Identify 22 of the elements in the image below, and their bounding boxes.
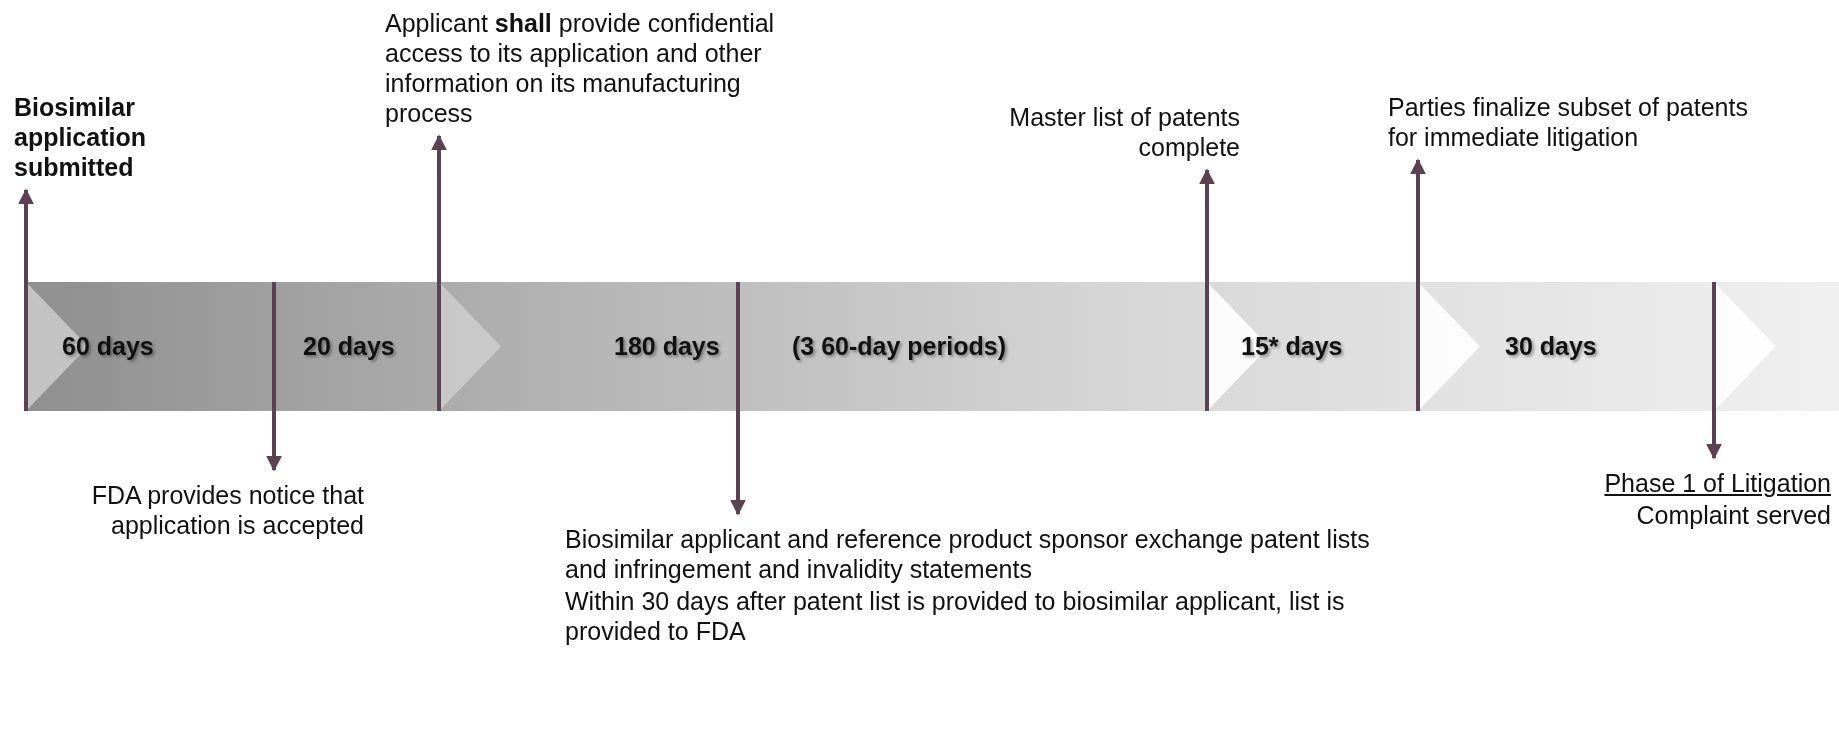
annotation-text: Biosimilar applicant and reference product sponsor exchange patent lists and infringement and invalidity statements	[565, 524, 1371, 584]
annotation-text: Phase 1 of Litigation	[1603, 468, 1831, 498]
arrow	[1199, 168, 1215, 411]
annotation-text: Parties finalize subset of patents for immediate litigation	[1388, 92, 1749, 152]
duration-label: 30 days	[1505, 332, 1597, 361]
annotation-text: Master list of patents complete	[1008, 102, 1240, 162]
arrow	[18, 188, 34, 411]
annotation-text: FDA provides notice that application is accepted	[90, 480, 364, 540]
arrow	[266, 282, 282, 472]
duration-label: (3 60-day periods)	[792, 332, 1006, 361]
annotation-text: Applicant shall provide confidential access to its application and other information on its manufacturing process	[385, 8, 776, 128]
annotation-text: Biosimilar application submitted	[14, 92, 147, 182]
annotation-text: Complaint served	[1635, 500, 1831, 530]
arrow	[1410, 158, 1426, 411]
arrow	[1706, 282, 1722, 460]
arrow	[730, 282, 746, 516]
arrow	[431, 134, 447, 411]
duration-label: 15* days	[1241, 332, 1343, 361]
duration-label: 20 days	[303, 332, 395, 361]
duration-label: 180 days	[614, 332, 720, 361]
duration-label: 60 days	[62, 332, 154, 361]
annotation-text: Within 30 days after patent list is provided to biosimilar applicant, list is provided to FDA	[565, 586, 1346, 646]
